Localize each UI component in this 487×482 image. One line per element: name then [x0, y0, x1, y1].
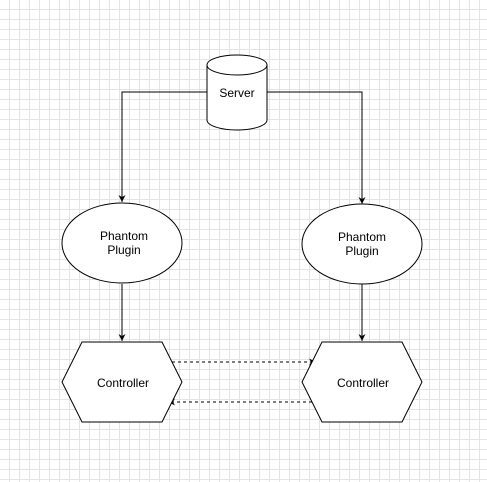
- server-cylinder-top: [206, 54, 268, 76]
- left-plugin-label-line2: Plugin: [107, 243, 140, 257]
- right-phantom-plugin-node[interactable]: Phantom Plugin: [301, 203, 423, 285]
- server-node[interactable]: Server: [206, 54, 268, 131]
- server-label: Server: [219, 86, 254, 100]
- left-plugin-ellipse: [61, 202, 183, 284]
- server-cylinder-body: [206, 65, 268, 131]
- left-controller-node[interactable]: Controller: [61, 341, 183, 423]
- right-controller-hexagon: [301, 341, 423, 423]
- right-plugin-ellipse: [301, 203, 423, 285]
- edge-server-to-right-plugin: [267, 91, 366, 204]
- left-phantom-plugin-node[interactable]: Phantom Plugin: [61, 202, 183, 284]
- right-plugin-label-line1: Phantom: [338, 230, 386, 244]
- left-plugin-label-line1: Phantom: [100, 229, 148, 243]
- right-controller-node[interactable]: Controller: [301, 341, 423, 423]
- right-controller-label: Controller: [337, 376, 389, 390]
- edges: [118, 91, 366, 406]
- edge-server-to-left-plugin: [118, 91, 207, 202]
- left-controller-hexagon: [61, 341, 183, 423]
- right-plugin-label-line2: Plugin: [345, 244, 378, 258]
- left-controller-label: Controller: [97, 376, 149, 390]
